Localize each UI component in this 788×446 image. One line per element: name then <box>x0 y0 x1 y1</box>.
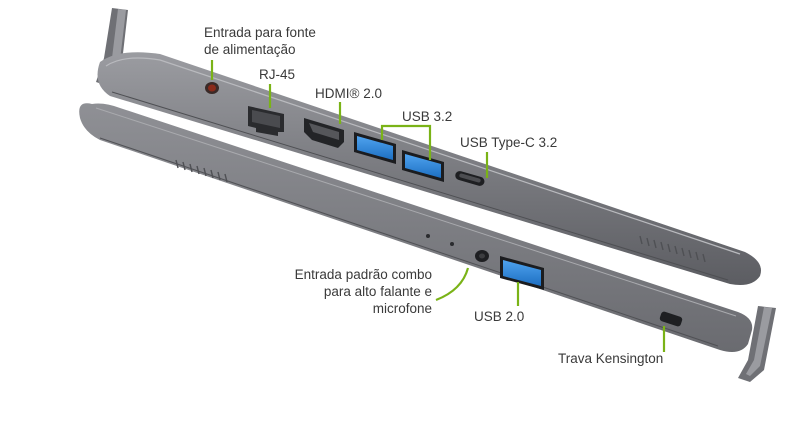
label-kensington: Trava Kensington <box>558 351 664 366</box>
hdmi-port <box>304 118 344 148</box>
rj45-port <box>248 106 284 136</box>
label-hdmi: HDMI® 2.0 <box>315 86 382 101</box>
label-usb20: USB 2.0 <box>474 309 525 324</box>
usbc-port <box>455 171 485 186</box>
callout-lines <box>210 60 666 352</box>
usb20-port <box>500 256 544 290</box>
label-usbc32: USB Type-C 3.2 <box>460 135 558 150</box>
label-audio-combo: Entrada padrão combo para alto falante e… <box>294 267 432 316</box>
label-usb32: USB 3.2 <box>402 109 453 124</box>
audio-jack <box>475 250 489 262</box>
kensington-slot <box>659 311 683 327</box>
right-hinge <box>738 306 776 382</box>
usb32-port-2 <box>402 150 444 182</box>
usb32-port-1 <box>354 132 396 164</box>
power-jack <box>205 82 219 94</box>
label-rj45: RJ-45 <box>259 67 296 82</box>
label-power-input: Entrada para fonte de alimentação <box>204 25 316 57</box>
right-side-chassis <box>79 103 753 352</box>
